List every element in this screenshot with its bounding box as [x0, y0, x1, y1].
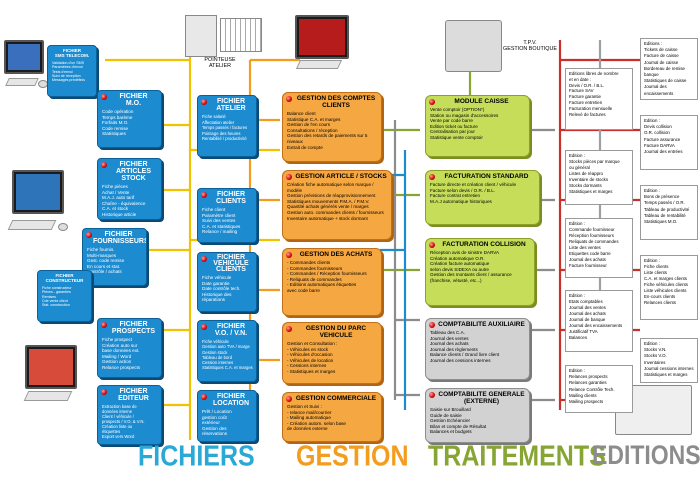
facturation-standard-title: FACTURATION STANDARD	[444, 173, 529, 180]
computer-illustration-middle	[2, 170, 72, 240]
gestion-article-stocks-title: GESTION ARTICLE / STOCKS	[295, 173, 387, 180]
gestion-comptes-clients-box[interactable]: GESTION DES COMPTES CLIENTS Balance clie…	[282, 92, 382, 162]
gestion-parc-vehicule-box[interactable]: GESTION DU PARC VEHICULE Gestion et Cons…	[282, 322, 382, 384]
comptabilite-auxiliaire-box[interactable]: COMPTABILITE AUXILIAIRE Tableau des C.A.…	[425, 318, 530, 380]
edition-clients-box[interactable]: Edition : Fiche clients Liste clients C.…	[640, 255, 698, 320]
fichier-articles-box[interactable]: FICHIER ARTICLES STOCK Fiche pièces Acha…	[97, 158, 162, 220]
edition-caisse-box[interactable]: Editions : Tickets de caisse Facture de …	[640, 38, 698, 100]
fichier-sms-box[interactable]: FICHIER SMS TELECOM. Validation d'un SMS…	[47, 45, 97, 97]
fichier-constructeur-title: FICHIER CONSTRUCTEUR	[45, 273, 84, 283]
category-traitements: TRAITEMENTS	[428, 440, 606, 473]
edition-devis-factures-box[interactable]: Editions libres de nombre et en date : D…	[565, 68, 633, 130]
edition-collision-box[interactable]: Edition : Devis collision O.R. collision…	[640, 115, 698, 170]
fichier-clients-title: FICHIER CLIENTS	[216, 191, 246, 205]
fichier-vo-vn-box[interactable]: FICHIER V.O. / V.N. Fiche véhicule Gesti…	[197, 320, 257, 382]
module-caisse-title: MODULE CAISSE	[454, 98, 509, 105]
gestion-article-stocks-box[interactable]: GESTION ARTICLE / STOCKS Création fiche …	[282, 170, 392, 240]
fichier-editeur-box[interactable]: FICHIER EDITEUR Extraction base de donné…	[97, 385, 162, 445]
fichier-vehicule-title: FICHIER VEHICULE CLIENTS	[213, 254, 249, 273]
module-caisse-box[interactable]: MODULE CAISSE Vente comptoir (OPTION*) S…	[425, 95, 530, 157]
edition-stocks-box[interactable]: Edition : Stocks pièces par marque ou gé…	[565, 150, 633, 205]
gestion-achats-title: GESTION DES ACHATS	[299, 251, 373, 258]
fichier-mo-box[interactable]: FICHIER M.O. Code opération Temps barème…	[97, 90, 162, 148]
category-gestion: GESTION	[296, 440, 409, 473]
comptabilite-generale-box[interactable]: COMPTABILITE GENERALE (EXTERNE) Saisie s…	[425, 388, 530, 443]
fichier-articles-title: FICHIER ARTICLES STOCK	[116, 161, 151, 182]
fichier-clients-box[interactable]: FICHIER CLIENTS Fiche client Paramètre c…	[197, 188, 257, 243]
computer-illustration-top	[2, 40, 48, 95]
gestion-commerciale-box[interactable]: GESTION COMMERCIALE Gestion et Suivi : -…	[282, 392, 382, 442]
fichier-prospects-title: FICHIER PROSPECTS	[111, 321, 156, 335]
fichier-prospects-box[interactable]: FICHIER PROSPECTS Fiche prospect Créatio…	[97, 318, 162, 378]
comptabilite-auxiliaire-title: COMPTABILITE AUXILIAIRE	[438, 321, 525, 328]
category-editions: EDITIONS	[592, 440, 700, 470]
computer-illustration-bottom	[20, 345, 90, 405]
fichier-atelier-box[interactable]: FICHIER ATELIER Fiche salarié Affectatio…	[197, 95, 257, 157]
gestion-commerciale-title: GESTION COMMERCIALE	[295, 395, 377, 402]
tpv-caption: T.P.V. GESTION BOUTIQUE	[503, 40, 557, 52]
time-clock-illustration	[185, 15, 217, 57]
gestion-achats-box[interactable]: GESTION DES ACHATS - Commandes clients -…	[282, 248, 382, 316]
facturation-standard-box[interactable]: FACTURATION STANDARD Facture directe et …	[425, 170, 540, 225]
gestion-comptes-clients-title: GESTION DES COMPTES CLIENTS	[296, 95, 376, 109]
fichier-fournisseurs-box[interactable]: FICHIER FOURNISSEURS Fiche fournis. Mult…	[82, 228, 147, 286]
fichier-constructeur-box[interactable]: FICHIER CONSTRUCTEUR Fiche constructeur …	[37, 270, 92, 322]
cash-register-illustration	[445, 20, 502, 72]
fichier-location-title: FICHIER LOCATION	[212, 393, 250, 407]
edition-vehicules-box[interactable]: Edition : Stocks V.N. Stocks V.O. Invent…	[640, 338, 698, 383]
edition-achats-box[interactable]: Edition : Commande fournisseur Réception…	[565, 218, 633, 278]
fichier-sms-title: FICHIER SMS TELECOM.	[54, 48, 90, 58]
fichier-location-box[interactable]: FICHIER LOCATION Prêt / Location gestion…	[197, 390, 257, 442]
comptabilite-generale-title: COMPTABILITE GENERALE (EXTERNE)	[438, 391, 525, 405]
pointeuse-caption: POINTEUSE ATELIER	[204, 57, 236, 69]
category-fichiers: FICHIERS	[138, 440, 255, 473]
edition-productivite-box[interactable]: Edition : Bons de présence Temps passés …	[640, 185, 698, 240]
fichier-atelier-title: FICHIER ATELIER	[216, 98, 246, 112]
gestion-parc-vehicule-title: GESTION DU PARC VEHICULE	[305, 325, 367, 339]
facturation-collision-box[interactable]: FACTURATION COLLISION Réception avis de …	[425, 238, 535, 306]
fichier-vo-vn-title: FICHIER V.O. / V.N.	[214, 323, 248, 337]
fichier-vehicule-box[interactable]: FICHIER VEHICULE CLIENTS Fiche véhicule …	[197, 252, 257, 312]
fichier-mo-title: FICHIER M.O.	[119, 93, 148, 107]
edition-relances-box[interactable]: Edition : Relances prospects Relances ga…	[565, 365, 633, 413]
fichier-fournisseurs-title: FICHIER FOURNISSEURS	[93, 231, 147, 245]
computer-illustration-top-center	[290, 15, 350, 75]
facturation-collision-title: FACTURATION COLLISION	[442, 241, 526, 248]
card-rack-illustration	[220, 18, 262, 52]
edition-comptable-box[interactable]: Edition : Etats comptables Journal des v…	[565, 290, 633, 352]
fichier-editeur-title: FICHIER EDITEUR	[118, 388, 149, 402]
